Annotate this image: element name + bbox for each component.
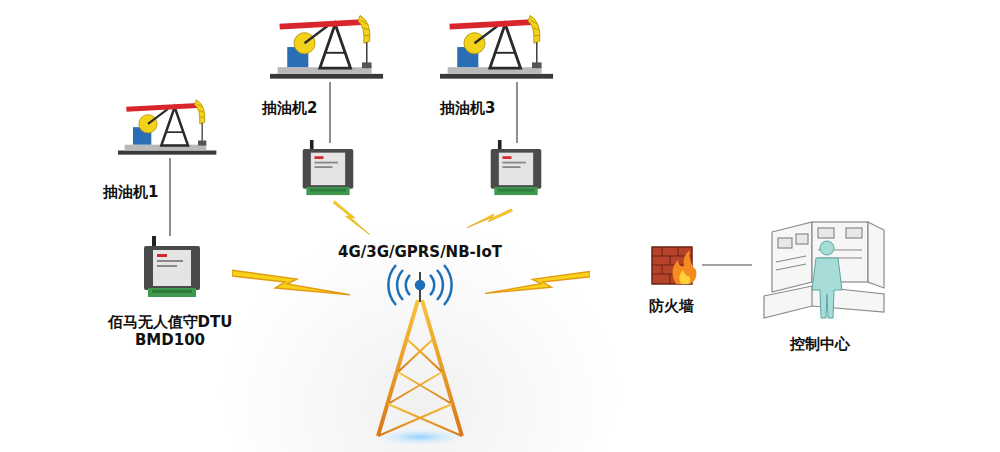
node-label: 抽油机2	[262, 99, 317, 118]
node-label: 佰马无人值守DTU BMD100	[95, 313, 245, 351]
node-label: 4G/3G/GPRS/NB-IoT	[338, 243, 502, 262]
connector-line	[169, 202, 170, 236]
dtu-device	[303, 140, 354, 195]
pump-jack	[440, 15, 553, 78]
control-center-node: 控制中心	[752, 218, 888, 354]
wire	[516, 82, 517, 143]
pump-jack-node: 抽油机2	[258, 12, 392, 118]
wireless-bolt	[232, 270, 350, 295]
node-label: 抽油机3	[440, 99, 495, 118]
radio-tower	[378, 300, 462, 436]
signal-glow	[220, 185, 620, 452]
firewall-icon	[652, 247, 696, 284]
wireless-bolt	[467, 202, 513, 236]
antenna-waves	[388, 265, 451, 305]
dtu-node: 佰马无人值守DTU BMD100	[92, 236, 248, 350]
wire	[329, 82, 330, 143]
wireless-bolt	[329, 201, 375, 235]
dtu-device	[144, 236, 200, 297]
node-label: 控制中心	[790, 335, 850, 354]
pump-jack-node: 抽油机1	[100, 92, 218, 202]
node-label: 防火墙	[649, 297, 694, 316]
dtu-device	[491, 140, 542, 195]
wire	[169, 158, 170, 202]
operator-figure	[812, 241, 842, 318]
node-label: 抽油机1	[103, 183, 158, 202]
connector-line	[702, 264, 752, 265]
pump-jack	[270, 15, 383, 78]
firewall-node: 防火墙	[640, 242, 702, 316]
tower-node: 4G/3G/GPRS/NB-IoT	[318, 240, 522, 446]
control-center-sketch	[764, 222, 884, 318]
pump-jack-node: 抽油机3	[436, 12, 570, 118]
wireless-bolt	[485, 272, 590, 294]
pump-jack	[118, 100, 216, 155]
